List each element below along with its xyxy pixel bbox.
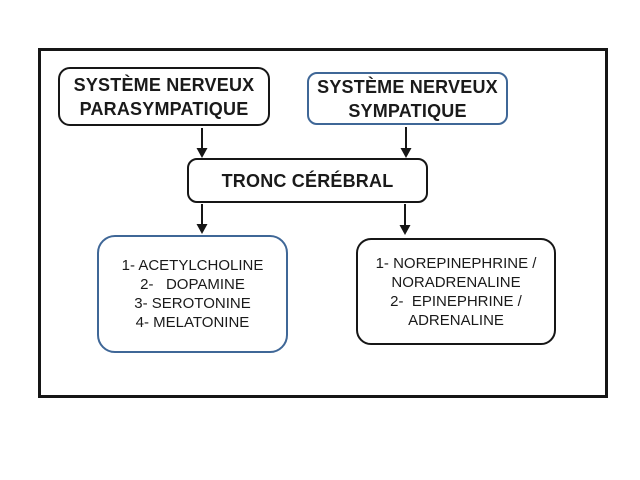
node-sympathetic-line-2: SYMPATIQUE <box>348 100 467 121</box>
parasympathetic-transmitter-item: 2- DOPAMINE <box>140 276 245 293</box>
node-parasympathetic-line-1: SYSTÈME NERVEUX <box>73 74 255 95</box>
node-brainstem: TRONC CÉRÉBRAL <box>187 158 428 203</box>
node-sympathetic-neurotransmitters: 1- NOREPINEPHRINE / NORADRENALINE 2- EPI… <box>356 238 556 345</box>
parasympathetic-transmitter-item: 4- MELATONINE <box>135 314 250 331</box>
node-parasympathetic-nervous-system: SYSTÈME NERVEUX PARASYMPATIQUE <box>58 67 270 126</box>
parasympathetic-transmitter-item: 1- ACETYLCHOLINE <box>121 257 264 274</box>
sympathetic-transmitter-item: 1- NOREPINEPHRINE / <box>375 254 537 272</box>
node-sympathetic-line-1: SYSTÈME NERVEUX <box>317 76 498 97</box>
diagram-outer-frame <box>38 48 608 398</box>
node-brainstem-label: TRONC CÉRÉBRAL <box>221 170 394 191</box>
node-parasympathetic-neurotransmitters: 1- ACETYLCHOLINE 2- DOPAMINE 3- SEROTONI… <box>97 235 288 353</box>
node-parasympathetic-line-2: PARASYMPATIQUE <box>79 98 249 119</box>
parasympathetic-transmitter-item: 3- SEROTONINE <box>134 295 251 312</box>
sympathetic-transmitter-item: 2- EPINEPHRINE / <box>390 292 522 310</box>
sympathetic-transmitter-item: ADRENALINE <box>408 311 504 329</box>
sympathetic-transmitter-item: NORADRENALINE <box>391 273 521 291</box>
node-sympathetic-nervous-system: SYSTÈME NERVEUX SYMPATIQUE <box>307 72 508 125</box>
